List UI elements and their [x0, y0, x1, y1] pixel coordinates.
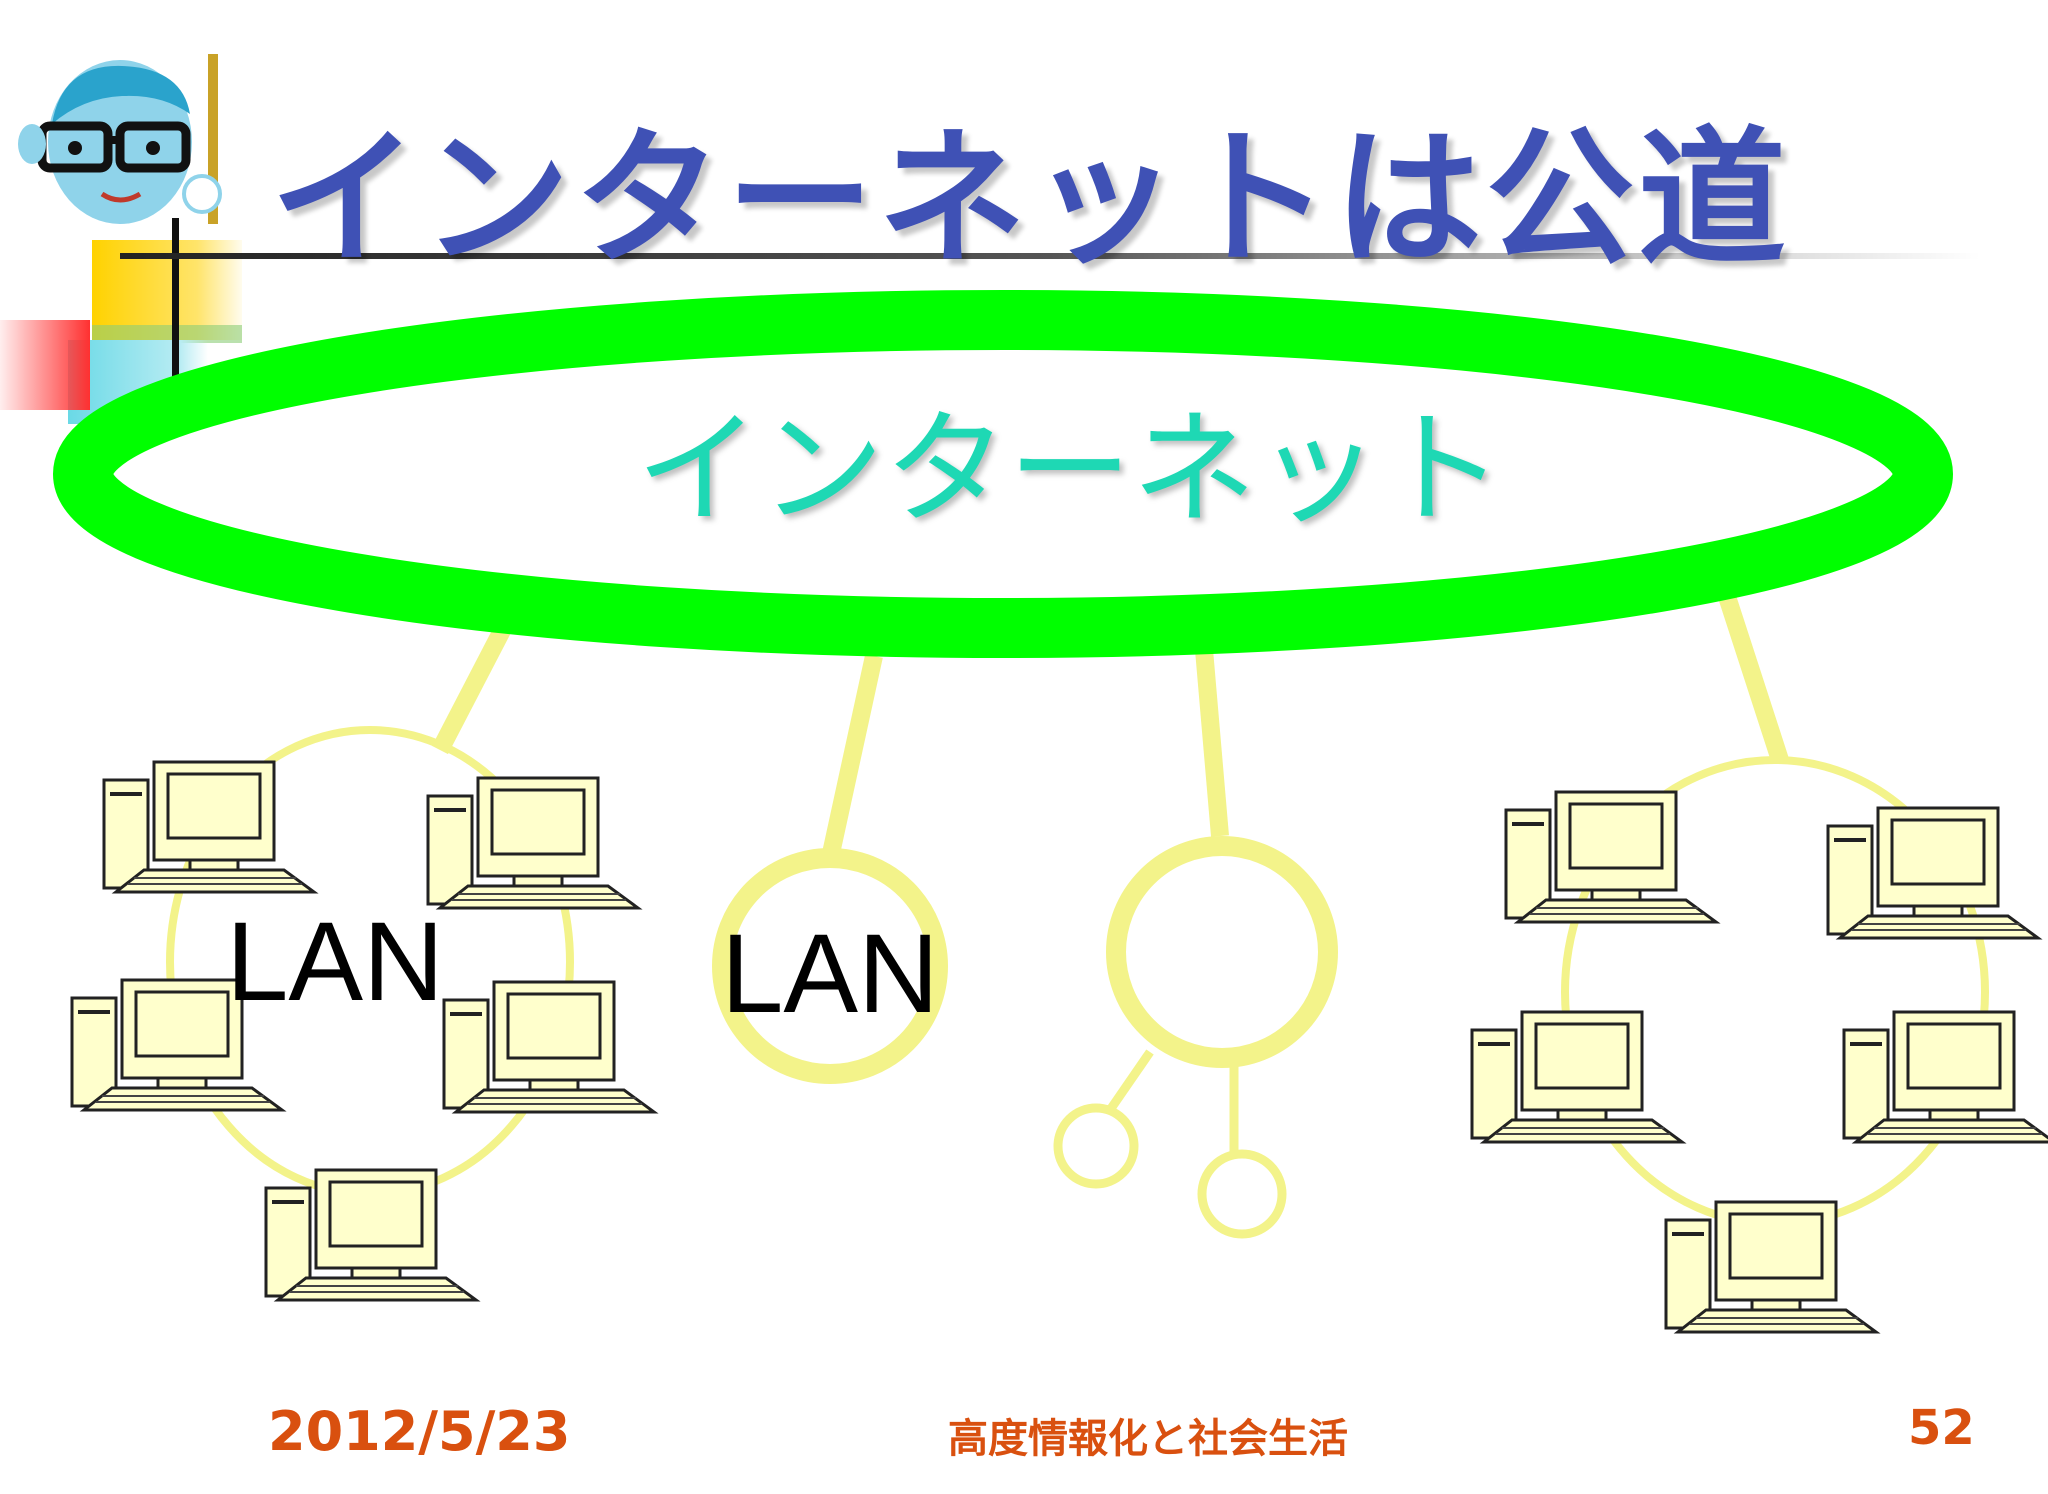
computer-icon	[426, 776, 640, 910]
computer-icon	[442, 980, 656, 1114]
computer-icon	[1504, 790, 1718, 924]
computer-icon	[1826, 806, 2040, 940]
footer-course: 高度情報化と社会生活	[948, 1416, 1348, 1462]
teacher-mascot-icon	[18, 54, 222, 224]
branch-line	[1106, 1049, 1154, 1113]
internet-label: インターネット	[636, 401, 1504, 539]
computer-icon	[264, 1168, 478, 1302]
connector-line	[821, 654, 883, 860]
decor-red-square	[0, 320, 90, 410]
network-ring-small	[1106, 836, 1338, 1068]
footer-date: 2012/5/23	[268, 1400, 571, 1463]
computer-icon	[1842, 1010, 2048, 1144]
decor-green-square	[92, 325, 242, 343]
internet-ring	[53, 290, 1953, 658]
computer-icon	[1664, 1200, 1878, 1334]
lan-label-center: LAN	[721, 911, 939, 1036]
slide-title: インターネットは公道	[270, 113, 1790, 285]
computer-icon	[102, 760, 316, 894]
subnet-node	[1197, 1149, 1287, 1239]
footer-page-number: 52	[1908, 1400, 1975, 1456]
subnet-node	[1053, 1103, 1139, 1189]
lan-ring-center	[712, 848, 948, 1084]
connector-line	[1194, 637, 1229, 837]
title-rule	[120, 253, 1980, 259]
connector-line	[1711, 572, 1789, 763]
lan-label-left: LAN	[226, 899, 444, 1024]
decor-vertical-rule	[172, 218, 179, 404]
computer-icon	[1470, 1010, 1684, 1144]
